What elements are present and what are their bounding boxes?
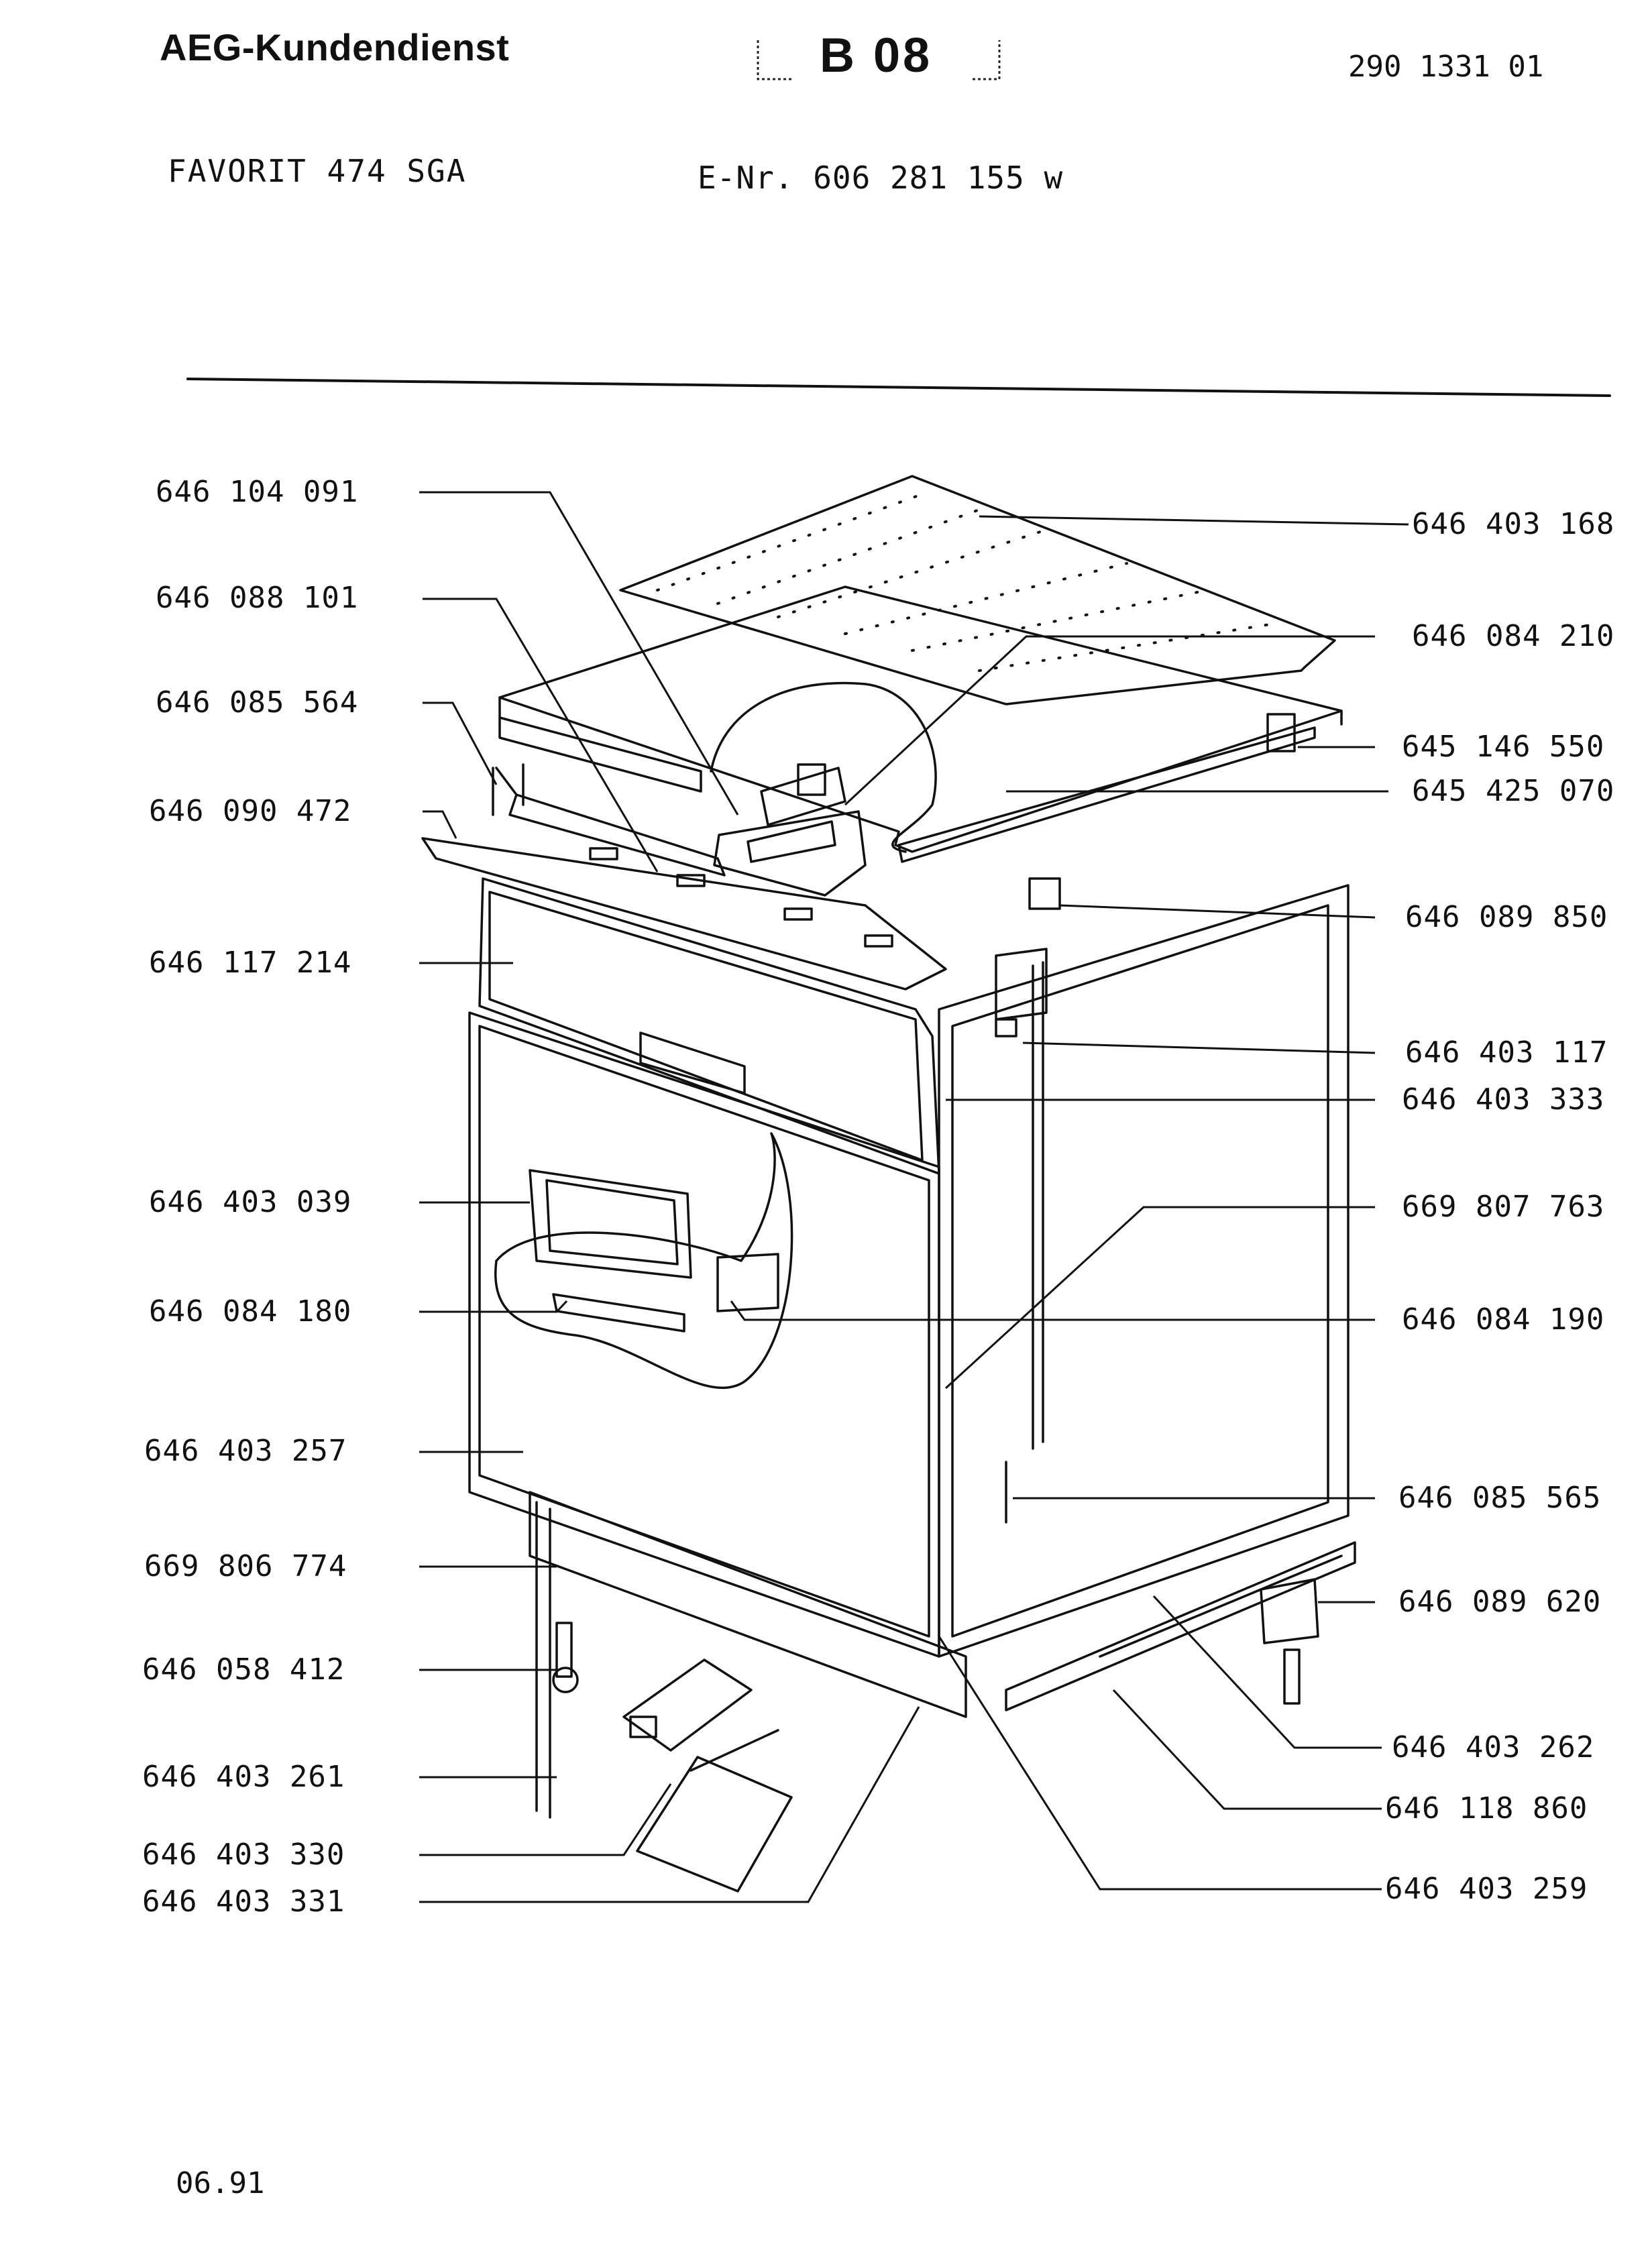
lower-plate [636, 1756, 793, 1893]
lock-part [1266, 713, 1296, 752]
foot-adjuster [1260, 1578, 1319, 1644]
part-label-left: 646 403 261 [142, 1760, 345, 1794]
part-label-left: 646 085 564 [156, 685, 359, 720]
part-label-right: 646 089 620 [1398, 1585, 1602, 1619]
part-label-right: 646 118 860 [1385, 1791, 1588, 1825]
worktop-texture [656, 492, 1276, 672]
enr-value: 606 281 155 w [813, 160, 1064, 196]
part-label-left: 646 403 331 [142, 1884, 345, 1919]
document-number: 290 1331 01 [1348, 50, 1544, 84]
part-label-left: 646 403 039 [149, 1185, 352, 1219]
front-strip [498, 716, 702, 793]
cabinet-side [938, 884, 1350, 1658]
part-label-right: 646 085 565 [1398, 1481, 1602, 1515]
cutout-cloud [710, 681, 937, 853]
part-label-left: 646 403 330 [142, 1838, 345, 1872]
part-label-right: 646 403 117 [1405, 1035, 1608, 1070]
part-label-left: 646 088 101 [156, 581, 359, 615]
plinth [529, 1491, 967, 1718]
display-frame [529, 1169, 692, 1279]
print-date: 06.91 [176, 2166, 265, 2200]
control-strip [421, 837, 947, 991]
door-panel [478, 877, 940, 1175]
part-label-right: 646 403 168 [1412, 507, 1615, 541]
section-brackets [757, 40, 1001, 80]
foot-screw [1283, 1648, 1301, 1705]
clip-side [995, 1018, 1017, 1037]
enr-label: E-Nr. [698, 160, 794, 196]
enr-number: E-Nr. 606 281 155 w [698, 160, 1063, 196]
part-label-left: 646 117 214 [149, 946, 352, 980]
brand-title: AEG-Kundendienst [160, 26, 510, 68]
part-label-right: 645 146 550 [1402, 730, 1605, 764]
part-label-right: 669 807 763 [1402, 1190, 1605, 1224]
hinge-left [716, 1253, 779, 1312]
leader-lines-right [730, 515, 1409, 1891]
model-name: FAVORIT 474 SGA [168, 153, 467, 189]
part-label-left: 646 403 257 [144, 1434, 347, 1468]
part-label-left: 646 104 091 [156, 475, 359, 509]
part-label-right: 645 425 070 [1412, 774, 1615, 808]
clip-top [1028, 877, 1061, 910]
part-label-right: 646 084 190 [1402, 1302, 1605, 1337]
top-cover [498, 585, 1343, 853]
door-cutout [494, 1132, 793, 1390]
base-rail [1005, 1541, 1356, 1711]
part-label-right: 646 089 850 [1405, 900, 1608, 934]
part-label-right: 646 403 259 [1385, 1872, 1588, 1906]
worktop-plate [619, 475, 1336, 706]
screw-left [555, 1622, 573, 1678]
door-handle [639, 1031, 746, 1094]
control-module [713, 810, 867, 897]
bracket [552, 1293, 685, 1333]
section-code: B 08 [820, 29, 933, 82]
part-label-right: 646 084 210 [1412, 619, 1615, 653]
part-label-right: 646 403 262 [1392, 1730, 1595, 1764]
leader-lines-left [419, 491, 920, 1903]
part-label-right: 646 403 333 [1402, 1082, 1605, 1117]
header-divider [186, 378, 1611, 397]
part-label-left: 646 090 472 [149, 794, 352, 828]
part-label-left: 669 806 774 [144, 1549, 347, 1583]
part-label-left: 646 084 180 [149, 1294, 352, 1329]
rear-strip [897, 726, 1316, 863]
lower-bracket [622, 1658, 753, 1752]
part-label-left: 646 058 412 [142, 1652, 345, 1687]
